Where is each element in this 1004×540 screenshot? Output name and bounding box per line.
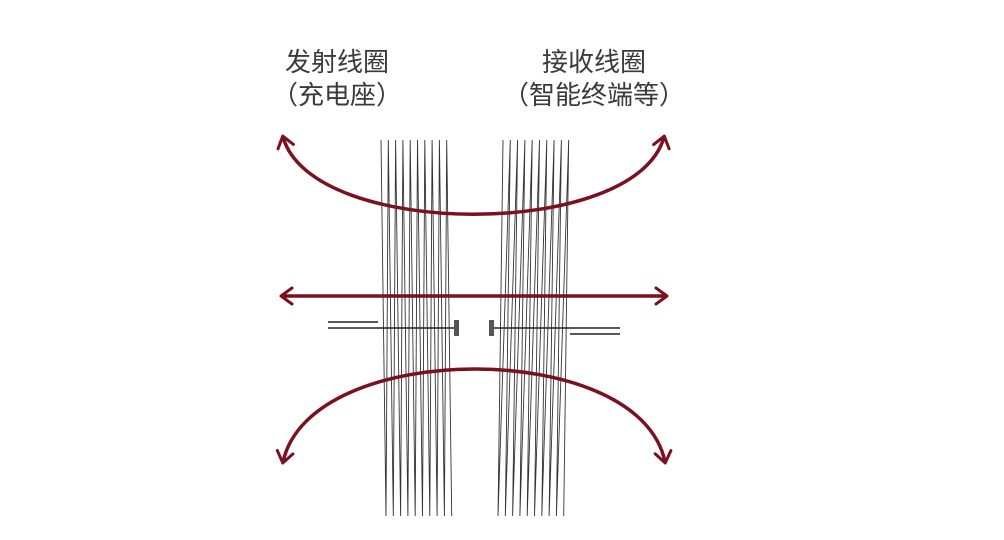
transmitter-terminal <box>454 320 459 336</box>
field-arc-upper <box>276 134 671 216</box>
receiver-coil-title: 接收线圈 <box>541 48 646 78</box>
coil-leads <box>328 320 620 336</box>
field-arc-lower <box>275 367 673 465</box>
receiver-terminal <box>489 320 494 336</box>
receiver-coil-label: 接收线圈 （智能终端等） <box>486 47 702 113</box>
receiver-coil-subtitle: （智能终端等） <box>502 81 685 111</box>
transmitter-coil-title: 发射线圈 <box>284 48 389 78</box>
magnetic-field-lines <box>275 134 673 465</box>
transmitter-coil-subtitle: （充电座） <box>271 81 402 111</box>
transmitter-coil-label: 发射线圈 （充电座） <box>237 47 437 113</box>
